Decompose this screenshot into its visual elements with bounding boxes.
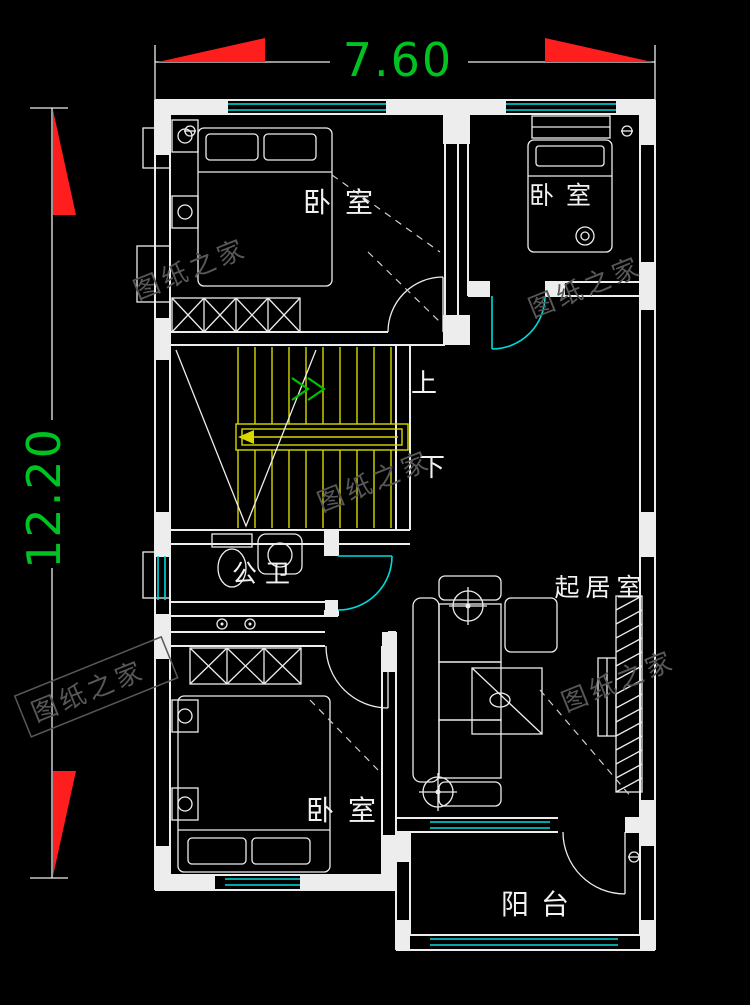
bed-top-right — [527, 115, 613, 253]
watermark: 图纸之家 — [129, 234, 252, 307]
svg-text:图纸之家: 图纸之家 — [129, 234, 252, 307]
watermark: 图纸之家 — [524, 252, 647, 325]
survey-symbol-icon — [419, 773, 457, 811]
svg-text:图纸之家: 图纸之家 — [524, 252, 647, 325]
floor-drain-icon — [244, 618, 256, 630]
dimension-arrow-right-icon — [545, 38, 652, 62]
staircase — [175, 347, 409, 528]
stair-up-chevron-icon — [291, 377, 310, 401]
sofa-icon — [412, 597, 440, 783]
stair-up-chevron-icon — [307, 377, 326, 401]
top-dimension: 7.60 — [154, 33, 656, 100]
floor-drain-icon — [216, 618, 228, 630]
armchair-icon — [504, 597, 558, 653]
wardrobe-middle — [189, 647, 302, 685]
wardrobe-top — [171, 297, 301, 333]
svg-text:图纸之家: 图纸之家 — [557, 646, 680, 719]
living-room-furniture — [412, 575, 643, 811]
windows — [157, 103, 618, 946]
marker-circles — [184, 125, 640, 863]
dimension-arrow-up-icon — [53, 110, 76, 215]
coffee-table-icon — [471, 667, 543, 735]
bed-top-left — [171, 119, 441, 323]
stair-break-line — [175, 349, 317, 528]
label-stair-down: 下 — [419, 453, 445, 483]
label-balcony: 阳台 — [501, 888, 581, 921]
survey-symbol-icon — [449, 587, 487, 625]
label-bathroom: 公卫 — [232, 559, 298, 588]
left-dimension: 12.20 — [17, 107, 76, 879]
label-bedroom-top-right: 卧室 — [529, 181, 603, 210]
label-bedroom-bottom: 卧室 — [306, 794, 390, 827]
toilet-icon — [211, 533, 253, 548]
plant-icon — [575, 226, 595, 246]
label-stair-up: 上 — [411, 369, 437, 399]
wall-piers — [155, 100, 655, 950]
bathroom-fixtures — [211, 533, 303, 630]
sink-icon — [257, 533, 303, 575]
stair-direction-arrow-icon — [238, 430, 254, 444]
width-dimension-label: 7.60 — [343, 33, 453, 87]
watermark: 图纸之家 — [13, 635, 179, 738]
label-bedroom-top-left: 卧室 — [303, 186, 387, 219]
watermark: 图纸之家 — [557, 646, 680, 719]
label-living-room: 起居室 — [554, 573, 647, 602]
walls — [136, 99, 656, 951]
dimension-arrow-left-icon — [158, 38, 265, 62]
bed-bottom — [171, 695, 379, 873]
doors — [325, 276, 626, 895]
height-dimension-label: 12.20 — [17, 427, 71, 569]
dimension-arrow-down-icon — [53, 771, 76, 876]
